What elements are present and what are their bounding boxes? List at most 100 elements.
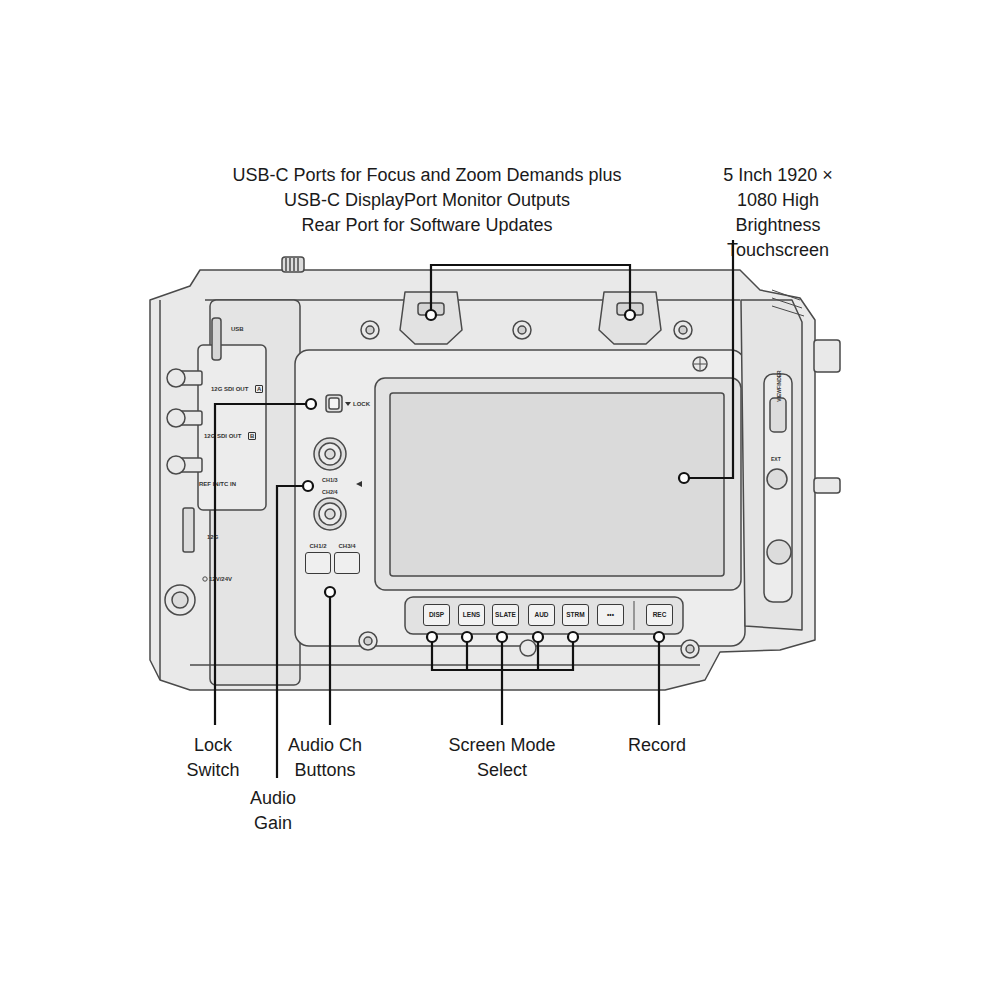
panel-marking: REF IN/TC IN [199, 481, 236, 487]
screen-mode-button: DISP [423, 604, 450, 626]
audio-channel-button: CH3/4 [334, 543, 360, 574]
usb-slot [212, 318, 221, 360]
screw-slot [694, 358, 706, 370]
button-face [305, 552, 331, 574]
left-side-edge [159, 300, 161, 680]
screw [520, 640, 536, 656]
text-line: Select [422, 758, 582, 783]
leader-dot [306, 399, 316, 409]
panel-marking: CH1/3 [322, 477, 338, 483]
screen-bezel [375, 378, 741, 590]
leader-line [431, 265, 630, 315]
viewfinder-mount [814, 478, 840, 493]
callout-label: USB-C Ports for Focus and Zoom Demands p… [227, 163, 627, 238]
text-line: Touchscreen [698, 238, 858, 263]
screw [364, 637, 372, 645]
usb-c-port [418, 303, 444, 315]
side-switch [183, 508, 194, 552]
panel-marking: B [248, 432, 256, 440]
power-symbol [203, 577, 207, 581]
leader-line [215, 404, 311, 725]
button-label: DISP [429, 612, 444, 619]
viewfinder-port [770, 398, 786, 432]
text-line: Audio Ch [255, 733, 395, 758]
screw [518, 326, 526, 334]
usb-c-port-cover [599, 292, 661, 344]
connector-plate [198, 345, 266, 510]
screw [693, 357, 707, 371]
text-line: Buttons [255, 758, 395, 783]
gain-knob [319, 443, 341, 465]
bottom-band [190, 664, 700, 666]
screen-mode-button: ••• [597, 604, 624, 626]
text-line: Screen Mode [422, 733, 582, 758]
text-line: 5 Inch 1920 × [698, 163, 858, 188]
callout-label: Screen Mode Select [422, 733, 582, 783]
button-label: ••• [607, 612, 614, 619]
panel-marking: CH2/4 [322, 489, 338, 495]
leader-dot [679, 473, 689, 483]
leader-dot [303, 481, 313, 491]
leader-dot [462, 632, 472, 642]
gain-knob [314, 438, 346, 470]
button-label: LENS [463, 612, 480, 619]
bnc-connector [167, 456, 185, 474]
ext-port [767, 469, 787, 489]
screen-mode-button: REC [646, 604, 673, 626]
screw [686, 645, 694, 653]
screen-mode-button: LENS [458, 604, 485, 626]
button-heading: CH3/4 [334, 543, 360, 549]
leader-line [432, 637, 573, 725]
lock-switch-slider [329, 398, 339, 409]
leader-dot [497, 632, 507, 642]
lock-arrow [345, 402, 351, 406]
text-line: USB-C Ports for Focus and Zoom Demands p… [227, 163, 627, 188]
text-line: 1080 High [698, 188, 858, 213]
viewfinder-mount [814, 340, 840, 372]
screw [674, 321, 692, 339]
wheel-knurl [286, 258, 298, 271]
button-face [334, 552, 360, 574]
leader-dot [654, 632, 664, 642]
panel-marking: EXT [771, 456, 781, 462]
button-label: SLATE [495, 612, 516, 619]
screw [366, 326, 374, 334]
leader-line [684, 240, 733, 478]
button-label: STRM [566, 612, 584, 619]
screw [359, 632, 377, 650]
gain-knob [325, 509, 335, 519]
strip-divider [634, 601, 635, 630]
panel-marking: USB [231, 326, 244, 332]
text-line: Lock [163, 733, 263, 758]
button-strip [405, 597, 683, 634]
screen-mode-button: SLATE [492, 604, 519, 626]
panel-marking: 12G SDI OUT [204, 433, 241, 439]
screw [681, 640, 699, 658]
screw [513, 321, 531, 339]
lock-switch [326, 395, 342, 412]
text-line: Brightness [698, 213, 858, 238]
panel-marking: 12G SDI OUT [211, 386, 248, 392]
leader-dot [426, 310, 436, 320]
panel-marking: A [255, 385, 263, 393]
button-label: REC [653, 612, 667, 619]
leader-dot [568, 632, 578, 642]
panel-marking: 12V/24V [209, 576, 232, 582]
leader-dot [625, 310, 635, 320]
text-line: Gain [223, 811, 323, 836]
leader-line [277, 486, 308, 778]
touchscreen [390, 393, 724, 576]
screw [679, 326, 687, 334]
top-wheel [282, 257, 304, 272]
text-line: Rear Port for Software Updates [227, 213, 627, 238]
power-connector-inner [172, 592, 188, 608]
button-label: AUD [534, 612, 548, 619]
channel-marker [356, 481, 362, 487]
bnc-connector [167, 409, 185, 427]
bnc-connector [167, 369, 185, 387]
text-line: Switch [163, 758, 263, 783]
gain-knob [325, 449, 335, 459]
gain-knob [319, 503, 341, 525]
